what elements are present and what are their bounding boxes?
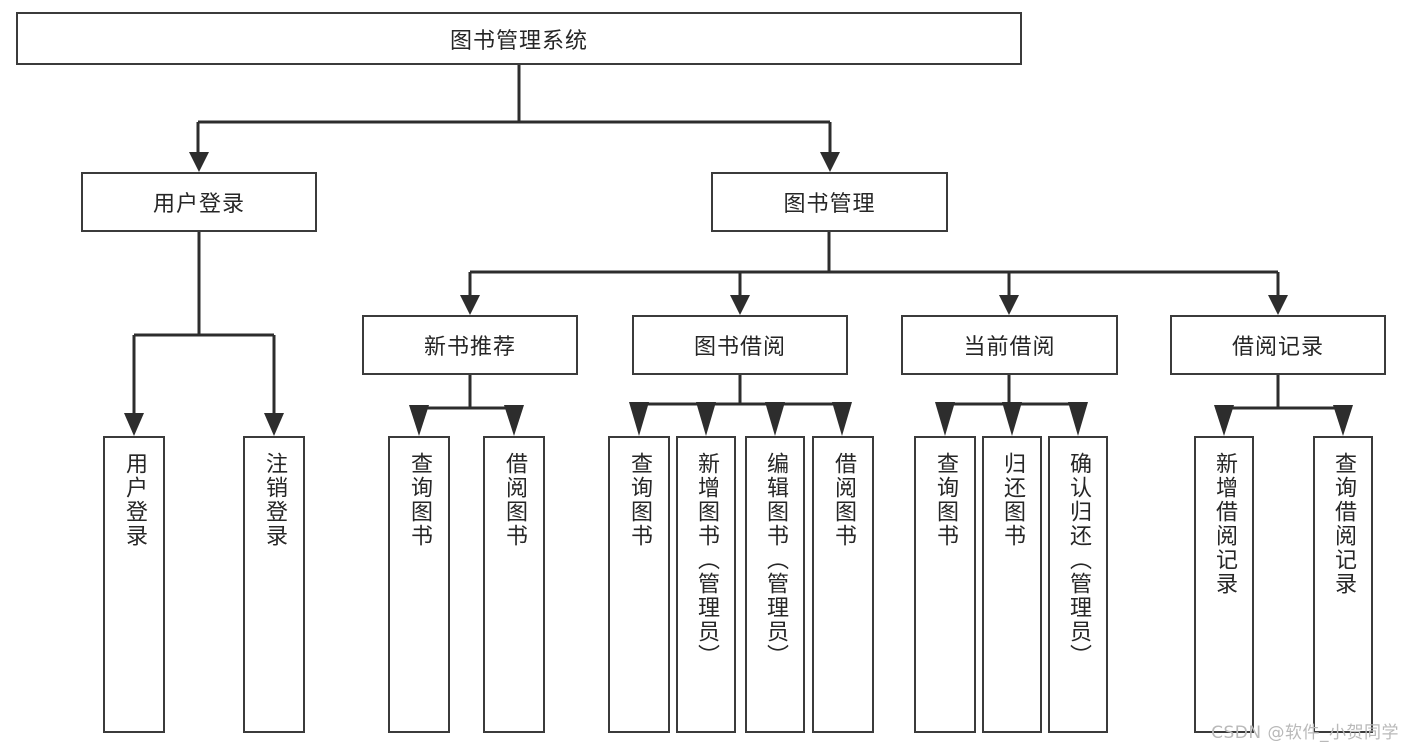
leaf-add-record-label: 新增借阅记录 [1211, 452, 1237, 596]
arrowhead [730, 295, 750, 315]
node-new-book-recommend-label: 新书推荐 [423, 335, 516, 360]
leaf-borrow-book-1-label: 借阅图书 [501, 452, 527, 548]
arrowhead [629, 402, 649, 436]
node-borrow-record[interactable]: 借阅记录 [1170, 315, 1386, 375]
leaf-user-login[interactable]: 用户登录 [103, 436, 165, 733]
node-new-book-recommend[interactable]: 新书推荐 [362, 315, 578, 375]
leaf-logout-login-label: 注销登录 [261, 452, 287, 548]
node-current-borrow-label: 当前借阅 [963, 335, 1056, 360]
node-root-label: 图书管理系统 [449, 28, 588, 54]
arrowhead [189, 152, 209, 172]
leaf-confirm-return-label: 确认归还（管理员） [1065, 452, 1091, 668]
arrowhead [935, 402, 955, 436]
arrowhead [832, 402, 852, 436]
leaf-query-book-3[interactable]: 查询图书 [914, 436, 976, 733]
leaf-query-record[interactable]: 查询借阅记录 [1313, 436, 1373, 733]
leaf-query-record-label: 查询借阅记录 [1330, 452, 1356, 596]
leaf-edit-book-label: 编辑图书（管理员） [762, 452, 788, 668]
node-root[interactable]: 图书管理系统 [16, 12, 1022, 65]
leaf-edit-book[interactable]: 编辑图书（管理员） [745, 436, 805, 733]
leaf-add-book[interactable]: 新增图书（管理员） [676, 436, 736, 733]
arrowhead [696, 402, 716, 436]
leaf-borrow-book-1[interactable]: 借阅图书 [483, 436, 545, 733]
leaf-query-book-1[interactable]: 查询图书 [388, 436, 450, 733]
node-user-login-label: 用户登录 [152, 192, 245, 217]
arrowhead [264, 413, 284, 436]
arrowhead [820, 152, 840, 172]
leaf-confirm-return[interactable]: 确认归还（管理员） [1048, 436, 1108, 733]
node-user-login[interactable]: 用户登录 [81, 172, 317, 232]
leaf-add-book-label: 新增图书（管理员） [693, 452, 719, 668]
arrowhead [1268, 295, 1288, 315]
node-book-borrow[interactable]: 图书借阅 [632, 315, 848, 375]
leaf-return-book[interactable]: 归还图书 [982, 436, 1042, 733]
arrowhead [1333, 405, 1353, 436]
arrowhead [1068, 402, 1088, 436]
leaf-borrow-book-2-label: 借阅图书 [830, 452, 856, 548]
arrowhead [409, 405, 429, 436]
node-borrow-record-label: 借阅记录 [1231, 335, 1324, 360]
leaf-query-book-2[interactable]: 查询图书 [608, 436, 670, 733]
arrowhead [999, 295, 1019, 315]
leaf-logout-login[interactable]: 注销登录 [243, 436, 305, 733]
leaf-borrow-book-2[interactable]: 借阅图书 [812, 436, 874, 733]
arrowhead [1002, 402, 1022, 436]
arrowhead [124, 413, 144, 436]
arrowhead [460, 295, 480, 315]
leaf-query-book-2-label: 查询图书 [626, 452, 652, 548]
node-book-borrow-label: 图书借阅 [693, 335, 786, 360]
leaf-query-book-3-label: 查询图书 [932, 452, 958, 548]
arrowhead [765, 402, 785, 436]
arrowhead [1214, 405, 1234, 436]
node-current-borrow[interactable]: 当前借阅 [901, 315, 1118, 375]
leaf-user-login-label: 用户登录 [121, 452, 147, 548]
node-book-manage-label: 图书管理 [783, 192, 876, 217]
leaf-return-book-label: 归还图书 [999, 452, 1025, 548]
leaf-query-book-1-label: 查询图书 [406, 452, 432, 548]
leaf-add-record[interactable]: 新增借阅记录 [1194, 436, 1254, 733]
csdn-watermark: CSDN @软件_小贺同学 [1211, 723, 1399, 743]
node-book-manage[interactable]: 图书管理 [711, 172, 948, 232]
arrowhead [504, 405, 524, 436]
